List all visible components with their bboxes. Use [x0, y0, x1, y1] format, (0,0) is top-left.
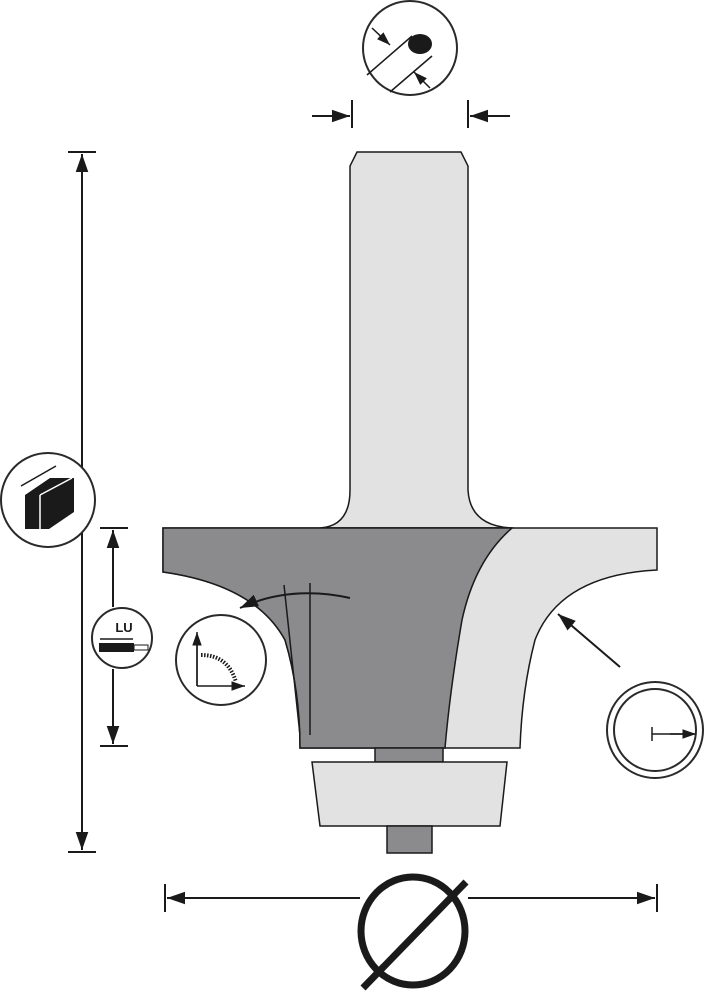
shank: [319, 151, 513, 529]
bearing-screw: [386, 825, 433, 854]
total-length-icon: [0, 452, 96, 548]
neck: [374, 747, 444, 763]
diameter-icon: [357, 873, 469, 991]
ball-bearing-icon: [606, 681, 704, 779]
bearing: [311, 761, 508, 827]
cutting-length-dimension: [100, 527, 128, 747]
shank-diameter-icon: [362, 0, 458, 96]
shank-dimension: [312, 100, 510, 128]
cutting-length-label: LU: [115, 620, 132, 635]
cutting-length-icon: LU: [91, 607, 153, 669]
diameter-dimension: [164, 884, 658, 912]
radius-icon: [175, 614, 267, 706]
